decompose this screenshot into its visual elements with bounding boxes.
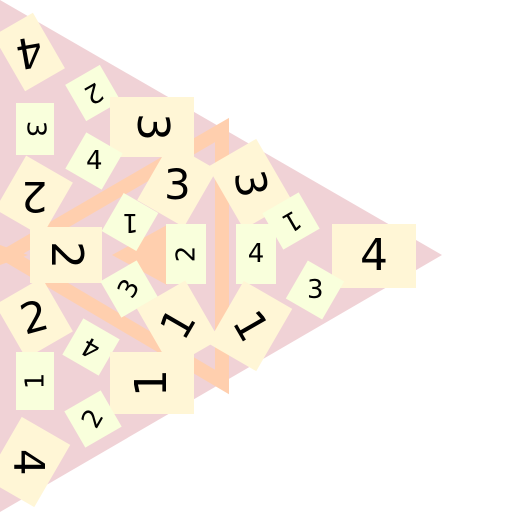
tile-t4-number: 3 (127, 113, 178, 141)
tile-t18-number: 1 (222, 301, 279, 350)
tile-t17-number: 1 (149, 299, 206, 348)
tile-t21-number: 1 (19, 372, 50, 390)
tile-t9-number: 1 (121, 206, 139, 237)
tile-t21[interactable]: 1 (16, 352, 54, 410)
tile-t14-number: 4 (360, 230, 388, 281)
center-triangle (112, 225, 167, 285)
tile-t22-number: 1 (126, 369, 177, 397)
tile-t1-number: 4 (11, 26, 47, 79)
tile-t16-number: 3 (306, 274, 324, 305)
tile-t14[interactable]: 4 (332, 224, 416, 288)
tile-t12[interactable]: 2 (166, 224, 206, 284)
tile-t6-number: 2 (20, 171, 48, 221)
tile-t22[interactable]: 1 (110, 352, 194, 414)
tile-t3[interactable]: 3 (16, 103, 54, 155)
tile-t15-number: 3 (111, 274, 147, 304)
tile-t24-number: 4 (3, 448, 53, 476)
tile-t13-number: 4 (247, 239, 265, 269)
tile-t8-number: 3 (224, 166, 277, 202)
tile-t12-number: 2 (170, 245, 201, 263)
tile-t20-number: 4 (76, 329, 106, 365)
tile-t4[interactable]: 3 (110, 97, 194, 157)
inner-band-triangle (0, 117, 229, 395)
tile-t11[interactable]: 2 (30, 227, 102, 283)
tile-t5-number: 4 (85, 145, 103, 176)
tile-t3-number: 3 (19, 120, 50, 138)
tile-t19-number: 2 (14, 290, 54, 345)
tile-t13[interactable]: 4 (236, 224, 276, 284)
left-band-triangle (0, 245, 28, 265)
tile-t10-number: 1 (276, 203, 306, 239)
tile-t11-number: 2 (41, 241, 92, 269)
tile-t7-number: 3 (163, 159, 191, 209)
tile-t2-number: 2 (78, 75, 108, 111)
tile-t23-number: 2 (75, 404, 111, 434)
